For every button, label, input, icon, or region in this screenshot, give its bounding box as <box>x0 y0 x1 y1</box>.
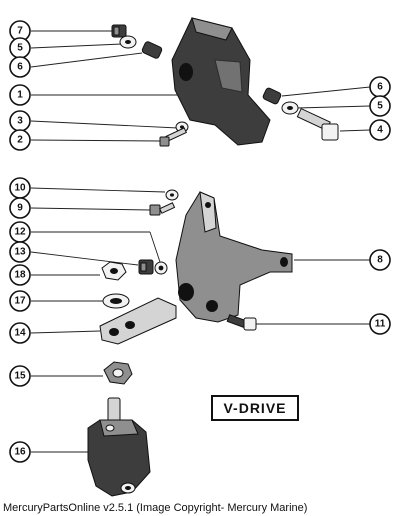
callout-12: 12 <box>9 221 31 243</box>
leader-6a <box>30 52 143 68</box>
callout-11: 11 <box>369 313 391 335</box>
callout-4: 4 <box>369 119 391 141</box>
clip-part-15 <box>103 361 133 385</box>
leader-9 <box>30 207 151 211</box>
svg-text:6: 6 <box>17 62 23 73</box>
svg-text:5: 5 <box>377 101 383 112</box>
leader-12-b <box>149 231 161 263</box>
washer-part-10 <box>165 189 179 201</box>
svg-text:12: 12 <box>14 227 26 238</box>
svg-text:5: 5 <box>17 43 23 54</box>
leader-10 <box>30 187 166 193</box>
svg-text:9: 9 <box>17 203 23 214</box>
spacer-part-6b <box>262 87 282 105</box>
callout-8: 8 <box>369 249 391 271</box>
svg-text:11: 11 <box>375 319 386 330</box>
svg-text:3: 3 <box>17 116 23 127</box>
callout-6a: 6 <box>9 56 31 78</box>
callout-5b: 5 <box>369 95 391 117</box>
screw-part-11 <box>226 314 257 331</box>
nut-part-7 <box>111 24 127 38</box>
screw-part-2 <box>159 127 187 147</box>
callout-7: 7 <box>9 20 31 42</box>
leader-14 <box>30 330 101 334</box>
svg-text:8: 8 <box>377 255 383 266</box>
svg-text:7: 7 <box>17 26 23 37</box>
callout-16: 16 <box>9 441 31 463</box>
svg-text:15: 15 <box>14 371 26 382</box>
callout-13: 13 <box>9 241 31 263</box>
hex-nut-part-18 <box>101 261 127 281</box>
plate-part-14 <box>99 297 177 345</box>
callout-3: 3 <box>9 110 31 132</box>
leader-13 <box>30 251 139 266</box>
callout-6b: 6 <box>369 76 391 98</box>
svg-text:4: 4 <box>377 125 383 136</box>
svg-text:17: 17 <box>14 296 26 307</box>
engine-mount-part-16 <box>87 397 151 497</box>
callout-10: 10 <box>9 177 31 199</box>
washer-part-12 <box>154 261 168 275</box>
callout-18: 18 <box>9 264 31 286</box>
v-drive-label: V-DRIVE <box>211 395 299 421</box>
leader-6b <box>281 86 371 97</box>
spacer-part-6a <box>141 41 163 59</box>
leader-5b <box>296 105 371 109</box>
washer-part-5a <box>119 35 137 49</box>
svg-text:18: 18 <box>14 270 26 281</box>
leader-3 <box>30 120 179 129</box>
bracket-part-1 <box>171 17 271 146</box>
nut-part-13 <box>138 259 154 275</box>
copyright-footer: MercuryPartsOnline v2.5.1 (Image Copyrig… <box>3 502 307 514</box>
svg-text:14: 14 <box>14 328 26 339</box>
callout-9: 9 <box>9 197 31 219</box>
callout-15: 15 <box>9 365 31 387</box>
callout-14: 14 <box>9 322 31 344</box>
callout-1: 1 <box>9 84 31 106</box>
leader-5a <box>30 43 123 49</box>
svg-text:13: 13 <box>14 247 26 258</box>
leader-2 <box>30 139 161 142</box>
leader-4 <box>339 129 371 132</box>
washer-part-5b <box>281 101 299 115</box>
svg-text:6: 6 <box>377 82 383 93</box>
callout-17: 17 <box>9 290 31 312</box>
callout-5a: 5 <box>9 37 31 59</box>
bolt-part-4 <box>296 107 339 141</box>
mount-bracket-part-8 <box>175 191 293 323</box>
callout-2: 2 <box>9 129 31 151</box>
svg-text:V-DRIVE: V-DRIVE <box>223 400 286 416</box>
svg-text:16: 16 <box>14 447 26 458</box>
washer-part-17 <box>102 293 130 309</box>
svg-text:2: 2 <box>17 135 23 146</box>
svg-text:10: 10 <box>14 183 26 194</box>
screw-part-9 <box>149 202 176 216</box>
svg-text:1: 1 <box>17 90 23 101</box>
